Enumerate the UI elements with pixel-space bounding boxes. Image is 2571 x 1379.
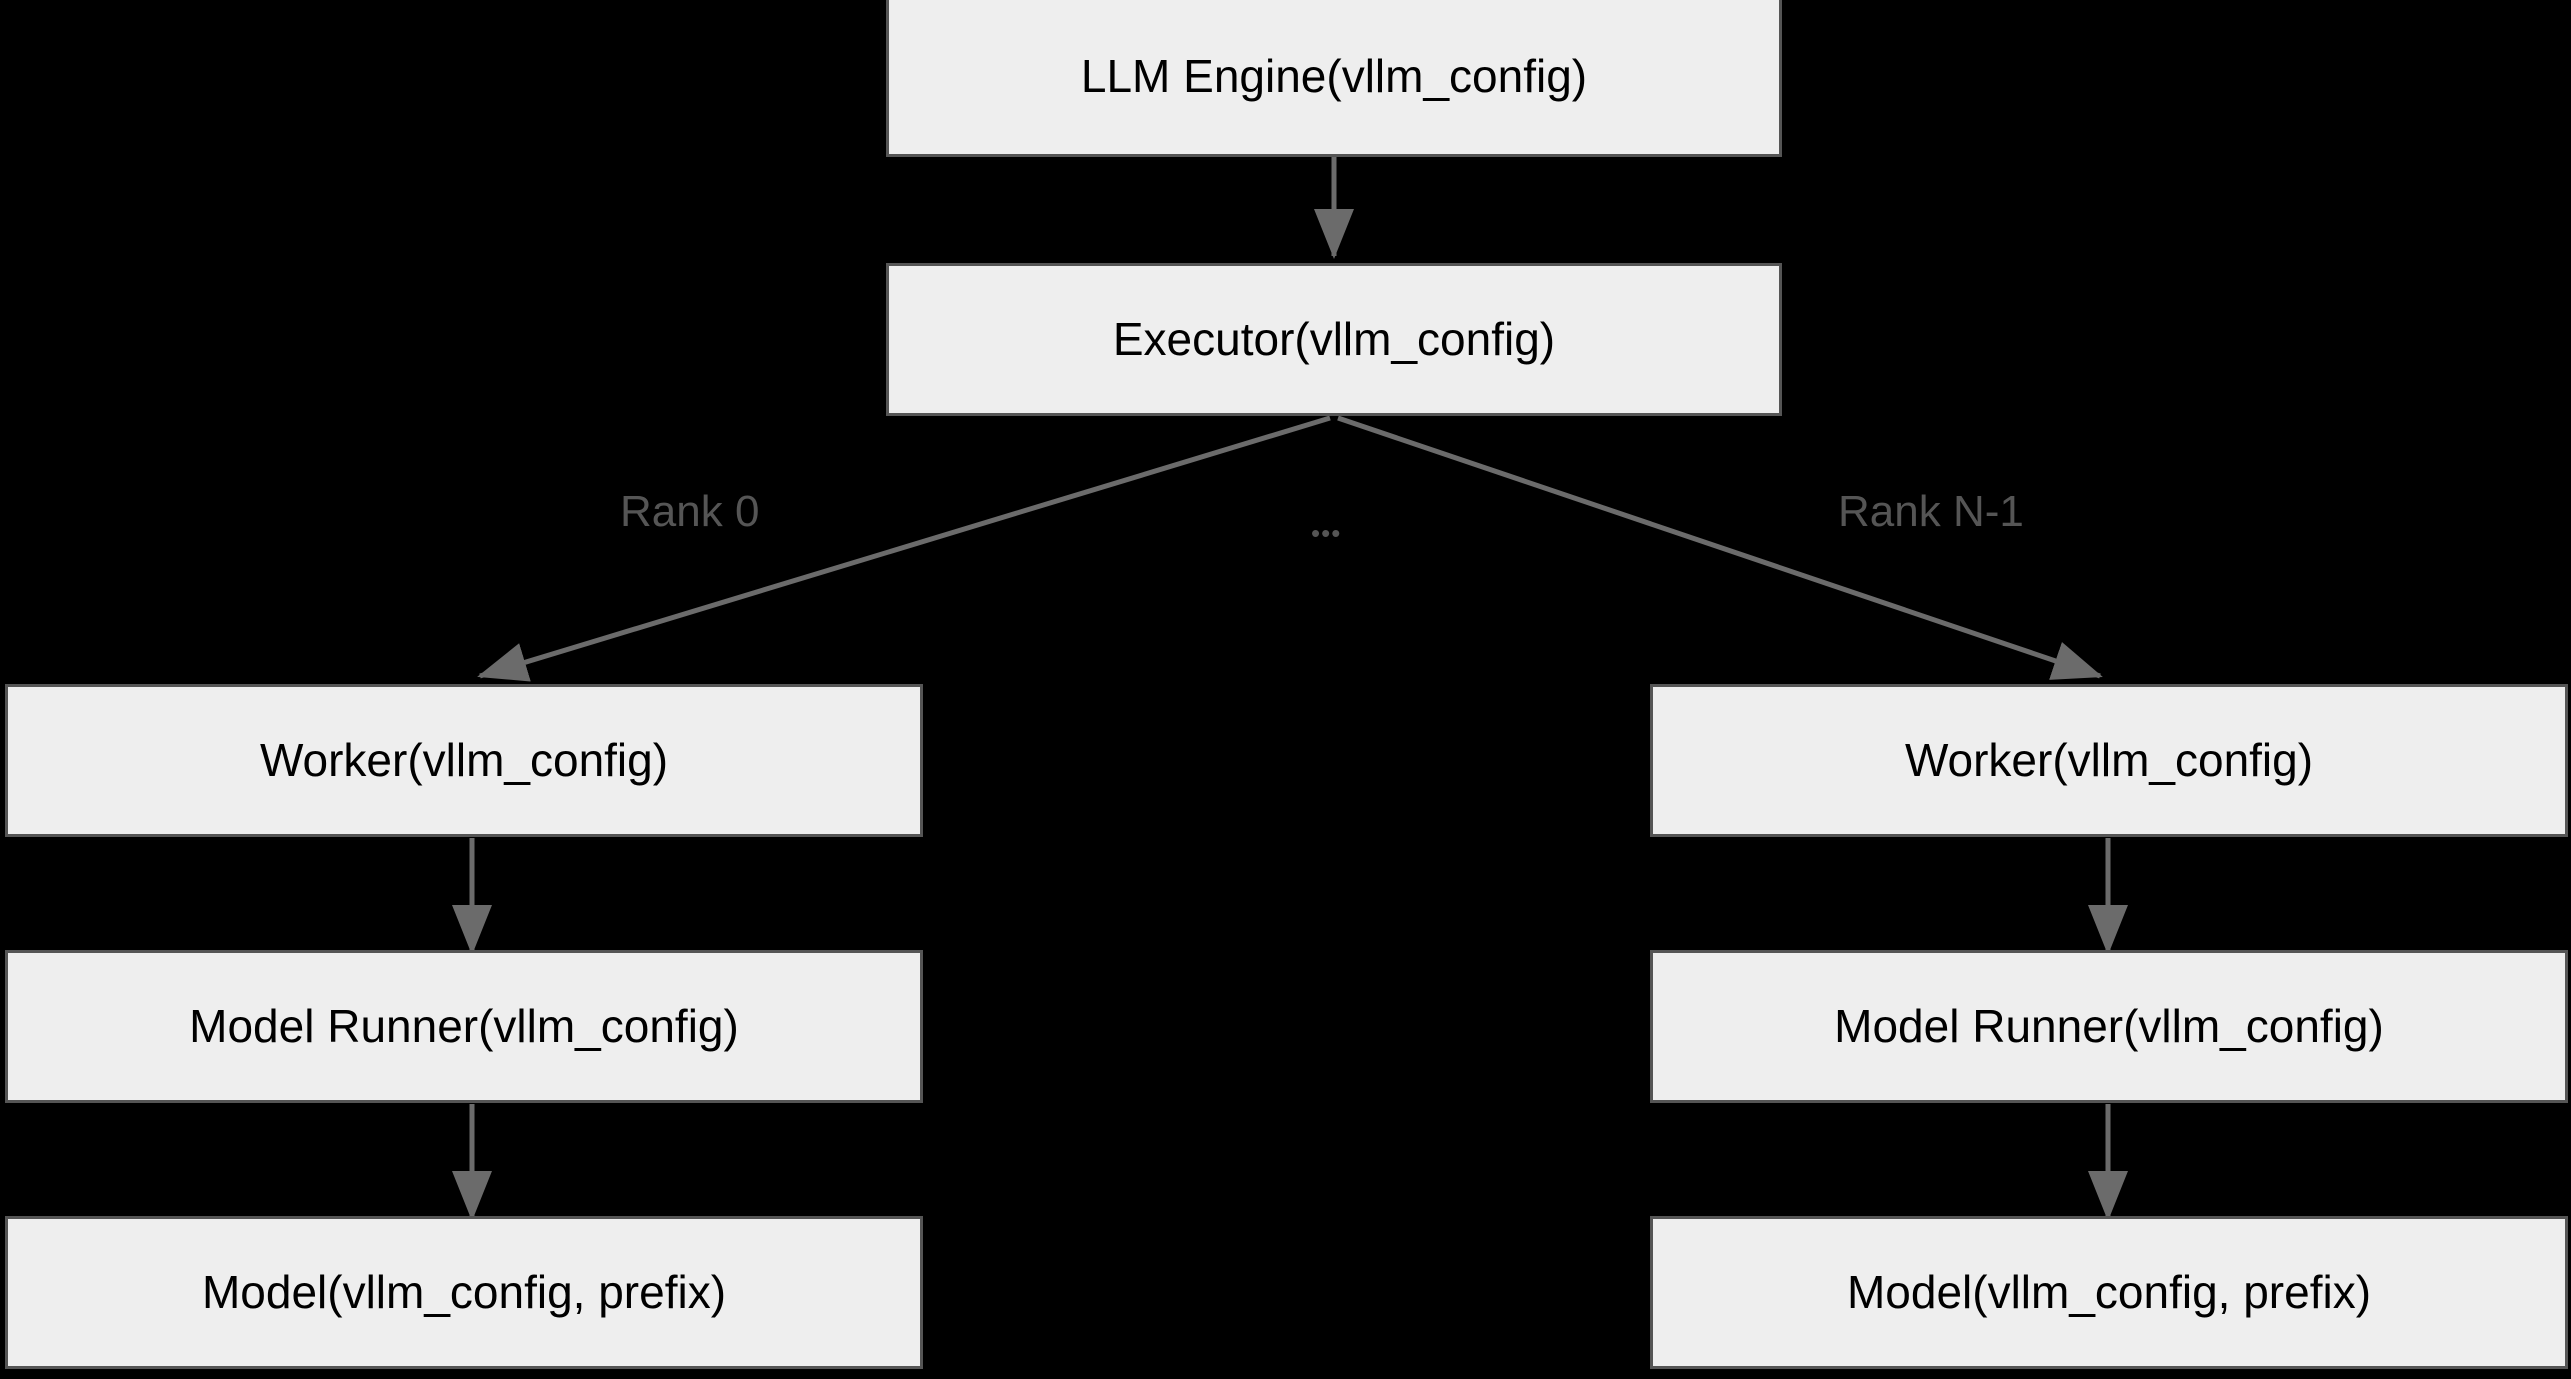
edge-executor-to-worker-rank0 [477,415,1331,682]
edge-label-rank-n-minus-1: Rank N-1 [1838,487,2024,536]
node-worker-rank0[interactable]: Worker(vllm_config) [5,684,923,837]
node-worker-rankn[interactable]: Worker(vllm_config) [1650,684,2568,837]
node-llm-engine[interactable]: LLM Engine(vllm_config) [886,0,1782,157]
node-executor[interactable]: Executor(vllm_config) [886,263,1782,416]
node-model-rankn-label: Model(vllm_config, prefix) [1846,1266,2372,1319]
edge-label-rank-0: Rank 0 [620,487,760,536]
node-worker-rank0-label: Worker(vllm_config) [259,734,669,787]
node-llm-engine-label: LLM Engine(vllm_config) [1080,50,1588,103]
node-model-rank0-label: Model(vllm_config, prefix) [201,1266,727,1319]
node-model-runner-rankn-label: Model Runner(vllm_config) [1834,1000,2384,1053]
node-model-rank0[interactable]: Model(vllm_config, prefix) [5,1216,923,1369]
node-model-runner-rank0[interactable]: Model Runner(vllm_config) [5,950,923,1103]
node-worker-rankn-label: Worker(vllm_config) [1904,734,2314,787]
edge-executor-to-worker-rankn [1337,415,2103,680]
node-model-rankn[interactable]: Model(vllm_config, prefix) [1650,1216,2568,1369]
edge-label-ellipsis: ••• [1311,518,1342,548]
node-model-runner-rank0-label: Model Runner(vllm_config) [189,1000,739,1053]
node-model-runner-rankn[interactable]: Model Runner(vllm_config) [1650,950,2568,1103]
node-executor-label: Executor(vllm_config) [1112,313,1556,366]
